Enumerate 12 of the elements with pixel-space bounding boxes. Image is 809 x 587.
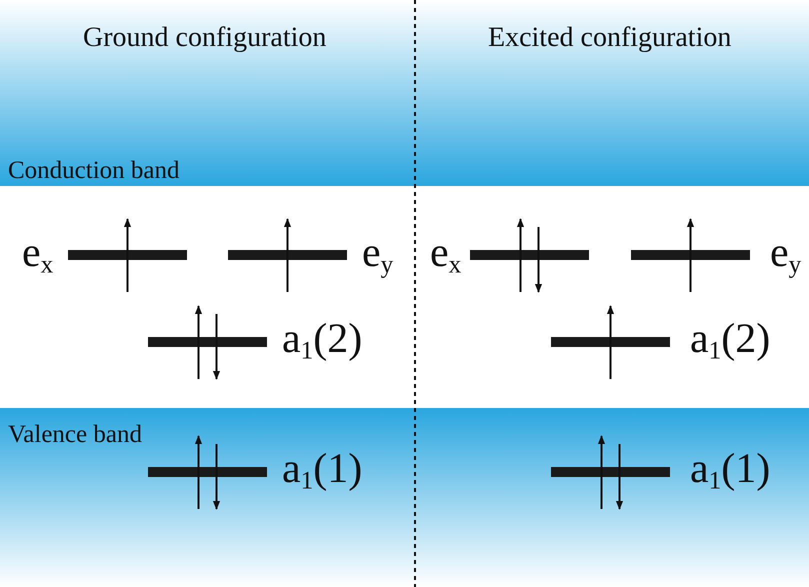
level-label: e$_{y}$ (362, 232, 394, 278)
column-heading: Excited configuration (488, 24, 732, 52)
level-label: a$_{1}$(2) (282, 318, 362, 364)
level-label: e$_{x}$ (430, 232, 462, 278)
level-label: e$_{x}$ (22, 232, 54, 278)
level-label: e$_{y}$ (770, 232, 802, 278)
level-label: a$_{1}$(1) (690, 448, 770, 494)
level-label: a$_{1}$(1) (282, 448, 362, 494)
level-label: a$_{1}$(2) (690, 318, 770, 364)
band-label: Conduction band (8, 158, 180, 183)
column-heading: Ground configuration (83, 24, 326, 52)
band-label: Valence band (8, 422, 142, 447)
